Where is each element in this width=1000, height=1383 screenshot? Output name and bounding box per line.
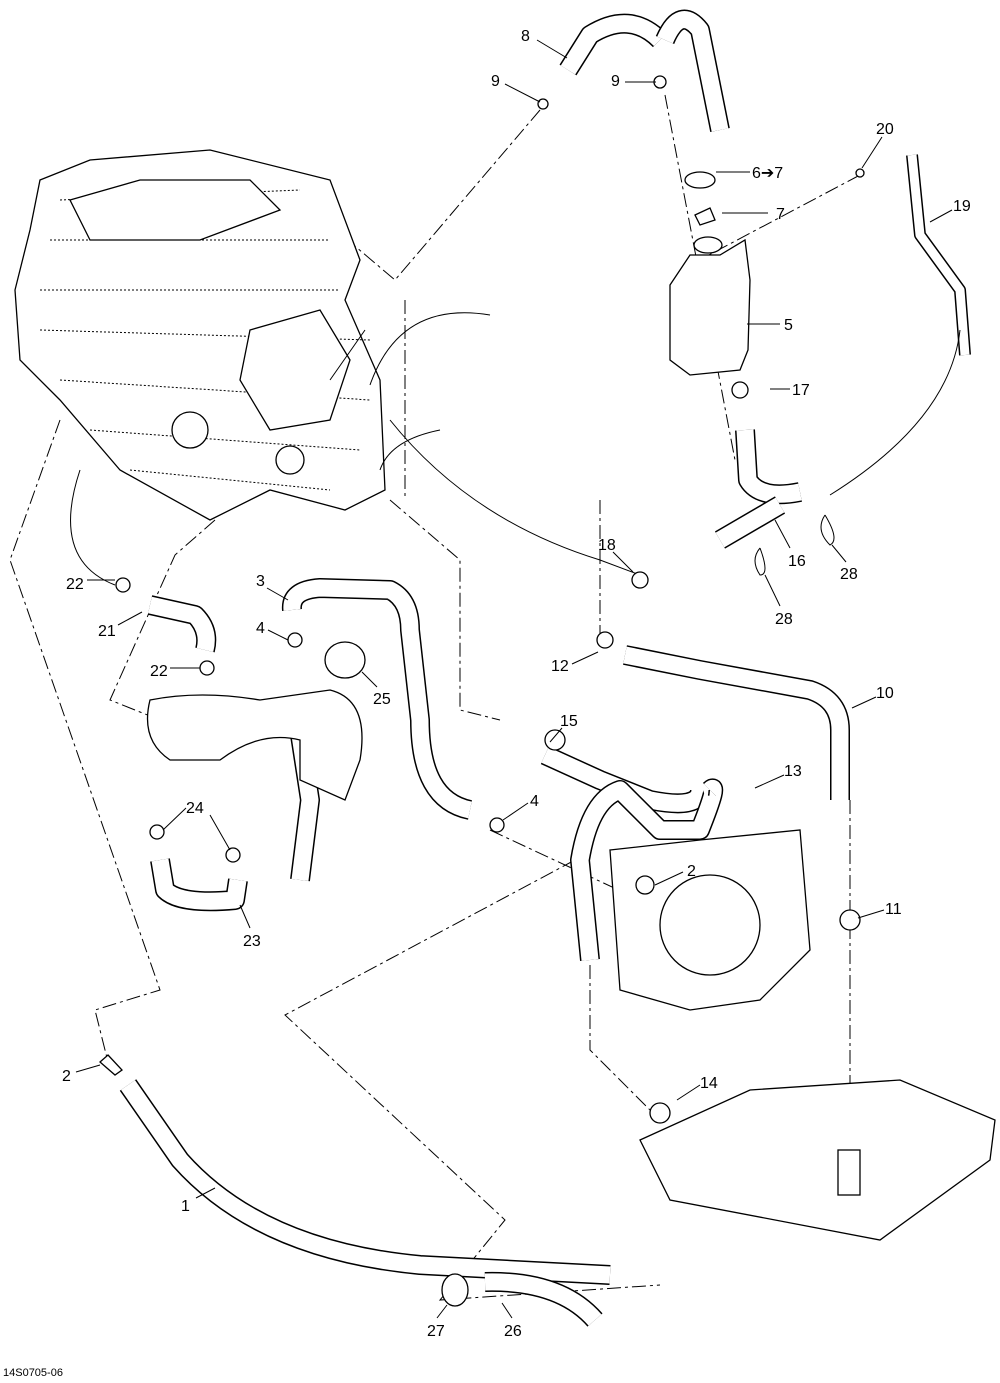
callout-20: 20: [876, 121, 894, 138]
callout-15: 15: [560, 713, 578, 730]
parts: [99, 75, 996, 1307]
callout-19: 19: [953, 198, 971, 215]
callout-28: 28: [840, 566, 858, 583]
callout-25: 25: [373, 691, 391, 708]
callout-28: 28: [775, 611, 793, 628]
callout-leaders: [75, 39, 953, 1319]
callout-6-7: 6➔7: [752, 165, 783, 182]
diagram-code: 14S0705-06: [3, 1367, 63, 1379]
callout-2: 2: [687, 863, 696, 880]
callout-2: 2: [62, 1068, 71, 1085]
callout-8: 8: [521, 28, 530, 45]
callout-4: 4: [530, 793, 539, 810]
callout-11: 11: [885, 901, 902, 918]
callout-3: 3: [256, 573, 265, 590]
engine-illustration: [14, 149, 386, 521]
callout-4: 4: [256, 620, 265, 637]
callout-27: 27: [427, 1323, 445, 1340]
callout-10: 10: [876, 685, 894, 702]
callout-12: 12: [551, 658, 569, 675]
callout-24: 24: [186, 800, 204, 817]
pressure-cap: [684, 171, 716, 189]
callout-23: 23: [243, 933, 261, 950]
callout-14: 14: [700, 1075, 718, 1092]
callout-labels: 8 9 9 6➔7 7 20 19 5 17 18 16 28 28 22 21…: [62, 28, 971, 1340]
hoses: [70, 9, 971, 1327]
callout-5: 5: [784, 317, 793, 334]
callout-18: 18: [598, 537, 616, 554]
callout-16: 16: [788, 553, 806, 570]
coolant-reservoir: [669, 238, 751, 376]
callout-13: 13: [784, 763, 802, 780]
callout-7: 7: [776, 206, 785, 223]
callout-21: 21: [98, 623, 116, 640]
callout-9: 9: [611, 73, 620, 90]
callout-22: 22: [66, 576, 84, 593]
callout-17: 17: [792, 382, 810, 399]
gasket: [324, 641, 366, 679]
callout-22: 22: [150, 663, 168, 680]
callout-9: 9: [491, 73, 500, 90]
callout-26: 26: [504, 1323, 522, 1340]
exhaust-manifold: [146, 689, 363, 801]
ride-plate: [639, 1079, 996, 1241]
callout-1: 1: [181, 1198, 190, 1215]
